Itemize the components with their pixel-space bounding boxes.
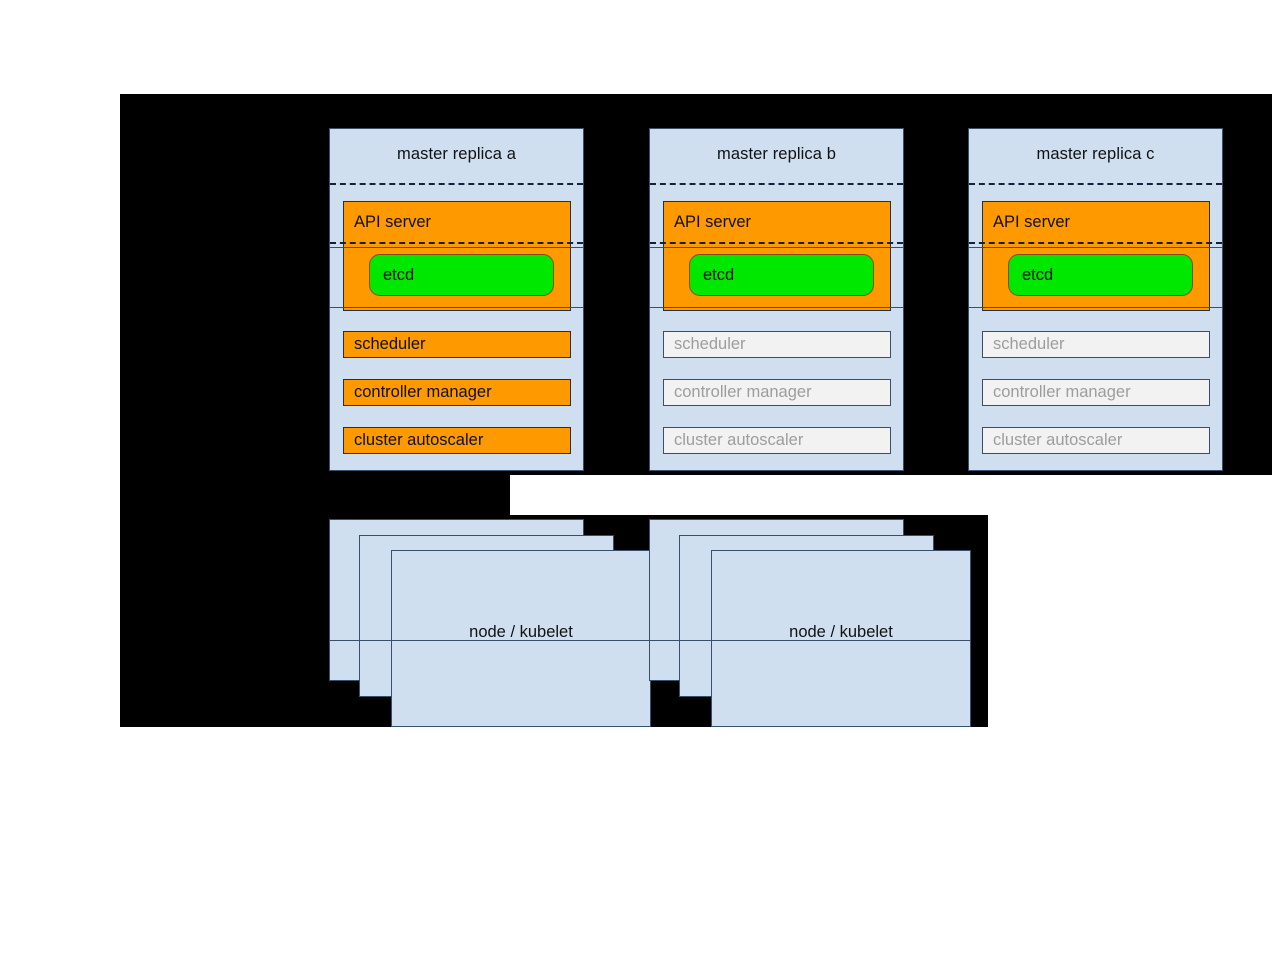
replica-title: master replica c	[1036, 145, 1155, 163]
component-controller-manager[interactable]: controller manager	[663, 379, 891, 406]
node-label: node / kubelet	[469, 623, 573, 641]
component-cluster-autoscaler[interactable]: cluster autoscaler	[982, 427, 1210, 454]
etcd-box[interactable]: etcd	[1008, 254, 1193, 296]
etcd-band-top	[330, 247, 583, 248]
component-label: cluster autoscaler	[674, 431, 804, 449]
master-replica-a[interactable]: master replica a API server etcd schedul…	[329, 128, 584, 471]
etcd-label: etcd	[703, 265, 735, 284]
component-label: controller manager	[674, 383, 812, 401]
node-label: node / kubelet	[789, 623, 893, 641]
api-etcd-divider	[969, 242, 1222, 244]
etcd-band-bottom	[330, 307, 583, 308]
component-label: cluster autoscaler	[354, 431, 484, 449]
component-scheduler[interactable]: scheduler	[982, 331, 1210, 358]
api-etcd-divider	[330, 242, 583, 244]
etcd-band-top	[969, 247, 1222, 248]
replica-title: master replica a	[397, 145, 516, 163]
etcd-box[interactable]: etcd	[369, 254, 554, 296]
etcd-label: etcd	[1022, 265, 1054, 284]
component-scheduler[interactable]: scheduler	[343, 331, 571, 358]
component-cluster-autoscaler[interactable]: cluster autoscaler	[343, 427, 571, 454]
component-label: controller manager	[354, 383, 492, 401]
separator-band	[510, 475, 1272, 515]
api-server-container[interactable]: API server etcd	[663, 201, 891, 311]
etcd-band-bottom	[650, 307, 903, 308]
api-server-label: API server	[674, 213, 752, 231]
component-label: controller manager	[993, 383, 1131, 401]
api-server-container[interactable]: API server etcd	[982, 201, 1210, 311]
replica-title: master replica b	[717, 145, 836, 163]
master-replica-c[interactable]: master replica c API server etcd schedul…	[968, 128, 1223, 471]
replica-header-divider	[650, 183, 903, 185]
component-controller-manager[interactable]: controller manager	[982, 379, 1210, 406]
replica-header-divider	[330, 183, 583, 185]
node-band-divider-2	[649, 640, 971, 641]
node-group-1[interactable]: node / kubelet	[391, 550, 651, 727]
component-cluster-autoscaler[interactable]: cluster autoscaler	[663, 427, 891, 454]
api-server-label: API server	[993, 213, 1071, 231]
node-group-2[interactable]: node / kubelet	[711, 550, 971, 727]
master-replica-b[interactable]: master replica b API server etcd schedul…	[649, 128, 904, 471]
component-controller-manager[interactable]: controller manager	[343, 379, 571, 406]
component-scheduler[interactable]: scheduler	[663, 331, 891, 358]
component-label: scheduler	[354, 335, 426, 353]
replica-header-divider	[969, 183, 1222, 185]
api-server-label: API server	[354, 213, 432, 231]
etcd-box[interactable]: etcd	[689, 254, 874, 296]
node-band-divider-1	[329, 640, 651, 641]
etcd-label: etcd	[383, 265, 415, 284]
etcd-band-bottom	[969, 307, 1222, 308]
api-server-container[interactable]: API server etcd	[343, 201, 571, 311]
component-label: cluster autoscaler	[993, 431, 1123, 449]
component-label: scheduler	[674, 335, 746, 353]
api-etcd-divider	[650, 242, 903, 244]
component-label: scheduler	[993, 335, 1065, 353]
etcd-band-top	[650, 247, 903, 248]
